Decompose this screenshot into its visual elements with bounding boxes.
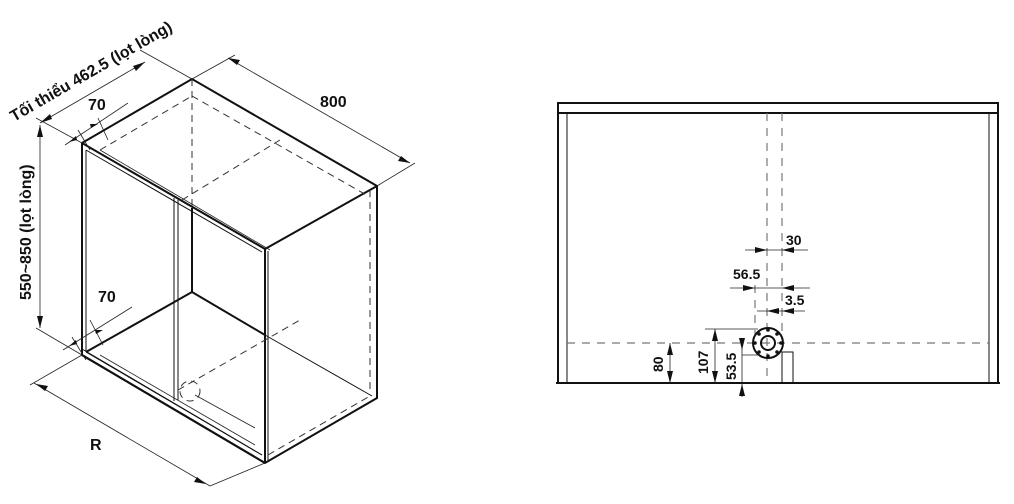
hole-marker-icon — [179, 380, 201, 402]
dim-30-label: 30 — [786, 232, 802, 248]
front-dimension-label: R — [90, 437, 102, 454]
cabinet-outline — [81, 77, 378, 465]
dim-3-5-label: 3.5 — [785, 292, 805, 308]
width-dimension-label: 800 — [320, 94, 347, 111]
dim-107-label: 107 — [695, 350, 711, 374]
isometric-cabinet-view: Tối thiểu 462.5 (lọt lòng) 800 70 550~85… — [7, 18, 416, 487]
hinge-plate-icon — [752, 327, 784, 359]
top-board — [557, 102, 999, 114]
height-dimension-label: 550~850 (lọt lòng) — [18, 164, 35, 300]
front-elevation-view: 30 56.5 3.5 80 107 53.5 — [556, 102, 1000, 397]
top-inset-dimension-label: 70 — [88, 97, 106, 114]
dim-56-5-label: 56.5 — [733, 266, 760, 282]
dim-80-label: 80 — [650, 356, 666, 372]
bottom-inset-dimension-label: 70 — [98, 289, 116, 306]
dim-53-5-label: 53.5 — [723, 353, 739, 380]
